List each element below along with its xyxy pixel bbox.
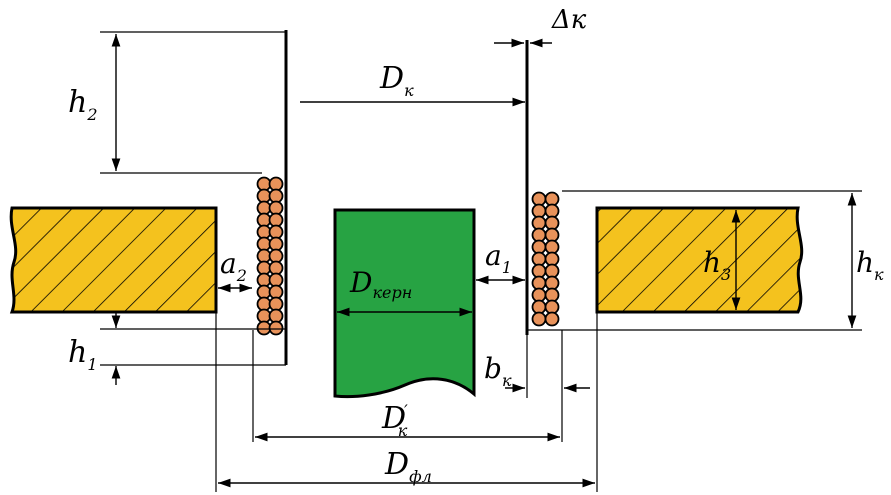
coil-turn	[268, 248, 284, 264]
coil-turn	[268, 236, 284, 252]
coil-turn	[268, 200, 284, 216]
coil-turn	[256, 188, 272, 204]
coil-turn	[531, 215, 547, 231]
coil-turn	[531, 311, 547, 327]
coil-turn	[256, 308, 272, 324]
coil-turn	[544, 299, 560, 315]
coil-turn	[531, 191, 547, 207]
coil-turn	[256, 224, 272, 240]
coil-turn	[256, 176, 272, 192]
coil-turn	[268, 284, 284, 300]
delta-k-label: Δк	[551, 5, 587, 35]
coil-turn	[531, 251, 547, 267]
coil-turn	[268, 260, 284, 276]
h2-label: h2	[68, 85, 98, 124]
dk-prime-label: D′к	[381, 401, 408, 440]
coil-turn	[256, 296, 272, 312]
coil-turn	[544, 263, 560, 279]
left-yoke	[9, 206, 218, 314]
coil-turn	[256, 260, 272, 276]
left-coil-winding	[256, 176, 284, 336]
coil-turn	[544, 203, 560, 219]
coil-turn	[268, 296, 284, 312]
h1-label: h1	[68, 335, 98, 374]
coil-turn	[531, 263, 547, 279]
coil-turn	[544, 287, 560, 303]
dkern-label: Dкерн	[349, 266, 412, 302]
dfl-label: Dфл	[384, 447, 432, 486]
coil-turn	[531, 239, 547, 255]
coil-turn	[256, 212, 272, 228]
coil-turn	[544, 251, 560, 267]
coil-turn	[544, 215, 560, 231]
coil-turn	[531, 227, 547, 243]
coil-turn	[531, 299, 547, 315]
coil-turn	[531, 203, 547, 219]
coil-turn	[544, 311, 560, 327]
coil-turn	[268, 272, 284, 288]
dk-label: Dк	[379, 61, 414, 100]
coil-turn	[268, 224, 284, 240]
hk-label: hк	[856, 246, 884, 284]
coil-turn	[256, 284, 272, 300]
a1-label: a1	[485, 239, 512, 277]
right-coil-winding	[531, 191, 560, 327]
coil-turn	[544, 239, 560, 255]
a2-label: a2	[220, 247, 247, 285]
coil-turn	[268, 188, 284, 204]
coil-turn	[256, 248, 272, 264]
coil-turn	[268, 308, 284, 324]
coil-turn	[256, 200, 272, 216]
bk-label: bк	[484, 352, 512, 390]
coil-turn	[256, 320, 272, 336]
coil-turn	[268, 176, 284, 192]
coil-turn	[544, 191, 560, 207]
coil-turn	[256, 272, 272, 288]
coil-turn	[268, 212, 284, 228]
right-yoke	[595, 206, 804, 314]
coil-turn	[544, 275, 560, 291]
coil-turn	[531, 275, 547, 291]
core	[333, 208, 476, 399]
h3-label: h3	[703, 246, 731, 284]
coil-turn	[268, 320, 284, 336]
coil-turn	[531, 287, 547, 303]
coil-turn	[256, 236, 272, 252]
coil-turn	[544, 227, 560, 243]
